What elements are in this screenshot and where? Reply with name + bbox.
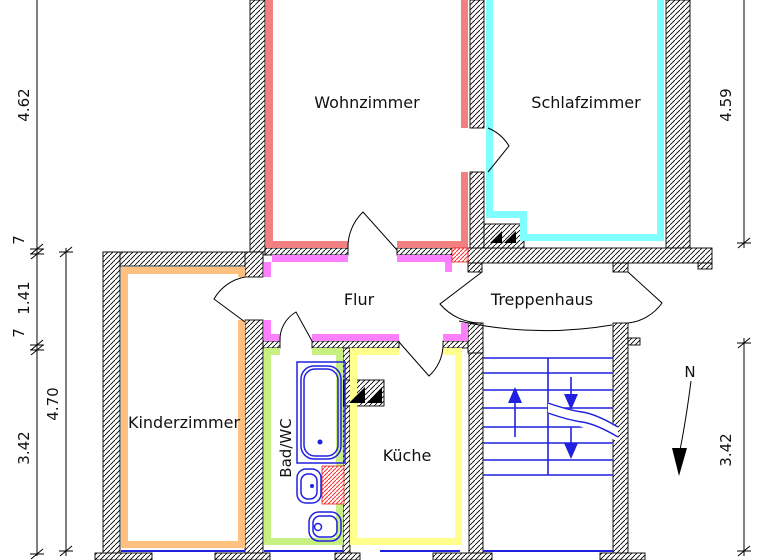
label-treppenhaus: Treppenhaus — [490, 290, 593, 309]
wall-kinderzimmer-top — [102, 251, 264, 267]
dim-ticks-left-outer — [30, 243, 44, 560]
stair-break-edge — [547, 402, 619, 428]
outline-flur — [264, 255, 468, 341]
door-flur-treppenhaus — [439, 271, 483, 324]
dim-tick-right-top — [737, 237, 751, 249]
door-arc-landing — [458, 320, 613, 332]
dimension-lines — [30, 0, 751, 560]
label-schlafzimmer: Schlafzimmer — [531, 93, 641, 112]
door-treppenhaus-right — [627, 271, 663, 324]
dim-right-4-59: 4.59 — [717, 88, 735, 121]
wall-schlafzimmer-right — [665, 0, 691, 249]
toilet-inner — [312, 515, 338, 538]
wall-kinder-bad — [244, 319, 264, 560]
red-block-flur — [451, 247, 469, 263]
toilet-outer — [308, 511, 342, 542]
door-kinderzimmer — [213, 276, 246, 323]
wall-exterior-left — [102, 251, 121, 560]
stair-break-edge — [547, 412, 619, 438]
stairs — [483, 357, 613, 476]
wall-treppenhaus-right — [612, 322, 629, 560]
wall-flur-bottom-c — [442, 340, 470, 349]
flue-triangle — [490, 231, 502, 243]
wall-flur-bottom-a — [262, 340, 281, 349]
flue-triangle — [349, 387, 365, 403]
flue-symbols — [349, 231, 516, 403]
dim-left-7b: 7 — [10, 328, 28, 338]
outline-bad — [264, 348, 343, 545]
footing-3 — [334, 552, 361, 560]
bath-fixtures — [296, 361, 346, 542]
bathtub-drain — [317, 439, 323, 445]
dim-left-7a: 7 — [10, 235, 28, 245]
door-wohnzimmer — [347, 211, 398, 251]
north-arrow-line — [679, 380, 692, 451]
outline-wohnzimmer — [266, 0, 468, 248]
chimney-schlafzimmer — [483, 223, 525, 249]
bathtub-outer — [296, 361, 346, 464]
door-kueche — [398, 341, 444, 377]
dim-right-3-42: 3.42 — [717, 433, 735, 466]
washbasin-outer — [296, 468, 322, 504]
label-flur: Flur — [344, 290, 375, 309]
door-bad — [279, 311, 313, 342]
doorpost-trepp-right-top — [612, 262, 629, 273]
wall-schlafzimmer-bottom — [467, 247, 713, 264]
stair-break-lines — [547, 402, 619, 438]
label-kueche: Küche — [383, 446, 432, 465]
dim-left-4-62: 4.62 — [15, 88, 33, 121]
bathtub-inner — [300, 365, 342, 460]
stair-up-arrowhead — [508, 387, 522, 403]
dim-left-1-41: 1.41 — [15, 281, 33, 314]
red-block-bad — [321, 465, 345, 505]
label-wohnzimmer: Wohnzimmer — [314, 93, 420, 112]
wall-tab-right — [627, 337, 641, 346]
washbasin-inner — [300, 473, 318, 500]
stair-arrows — [508, 377, 578, 459]
label-north: N — [684, 363, 695, 381]
wall-wohnzimmer-left — [249, 0, 266, 256]
north-arrow — [672, 380, 692, 476]
flue-triangle — [367, 387, 382, 403]
doorpost-flur-trepp-top — [467, 262, 483, 273]
wall-kueche-treppenhaus — [468, 347, 484, 560]
washbasin-tap — [310, 484, 314, 488]
wall-flur-top-right — [396, 247, 453, 256]
label-bad-wc: Bad/WC — [277, 418, 295, 477]
stair-down-arrowhead2 — [564, 443, 578, 459]
doorpost-flur-trepp-bottom — [467, 322, 484, 354]
flue-triangle — [504, 231, 516, 243]
door-swings — [213, 127, 663, 377]
outline-kinderzimmer — [121, 267, 245, 548]
stair-down-arrowhead — [564, 394, 578, 410]
footing-1 — [94, 552, 153, 560]
dim-ticks-right-bottom — [737, 337, 751, 557]
dim-ticks-left-inner — [59, 246, 73, 557]
footing-4 — [432, 552, 493, 560]
label-kinderzimmer: Kinderzimmer — [128, 413, 241, 432]
footing-2 — [214, 552, 271, 560]
wall-end-block — [697, 262, 713, 270]
red-hatch-blocks — [321, 247, 469, 505]
wall-flur-bottom-b — [311, 340, 400, 349]
door-schlafzimmer — [487, 127, 510, 173]
outline-kueche — [350, 348, 462, 545]
north-arrowhead — [672, 448, 687, 476]
bathtub-inner2 — [303, 368, 339, 457]
wall-kinder-flur-upper — [244, 251, 264, 278]
dim-left-4-70: 4.70 — [44, 387, 62, 420]
dim-left-3-42: 3.42 — [15, 431, 33, 464]
wall-wohn-schlaf-lower — [469, 171, 485, 253]
wall-flur-top-left — [264, 247, 349, 256]
toilet-knob — [313, 522, 323, 532]
footing-5 — [599, 552, 646, 560]
outline-schlafzimmer — [486, 0, 664, 241]
walls — [94, 0, 713, 560]
wall-wohn-schlaf-upper — [469, 0, 485, 129]
